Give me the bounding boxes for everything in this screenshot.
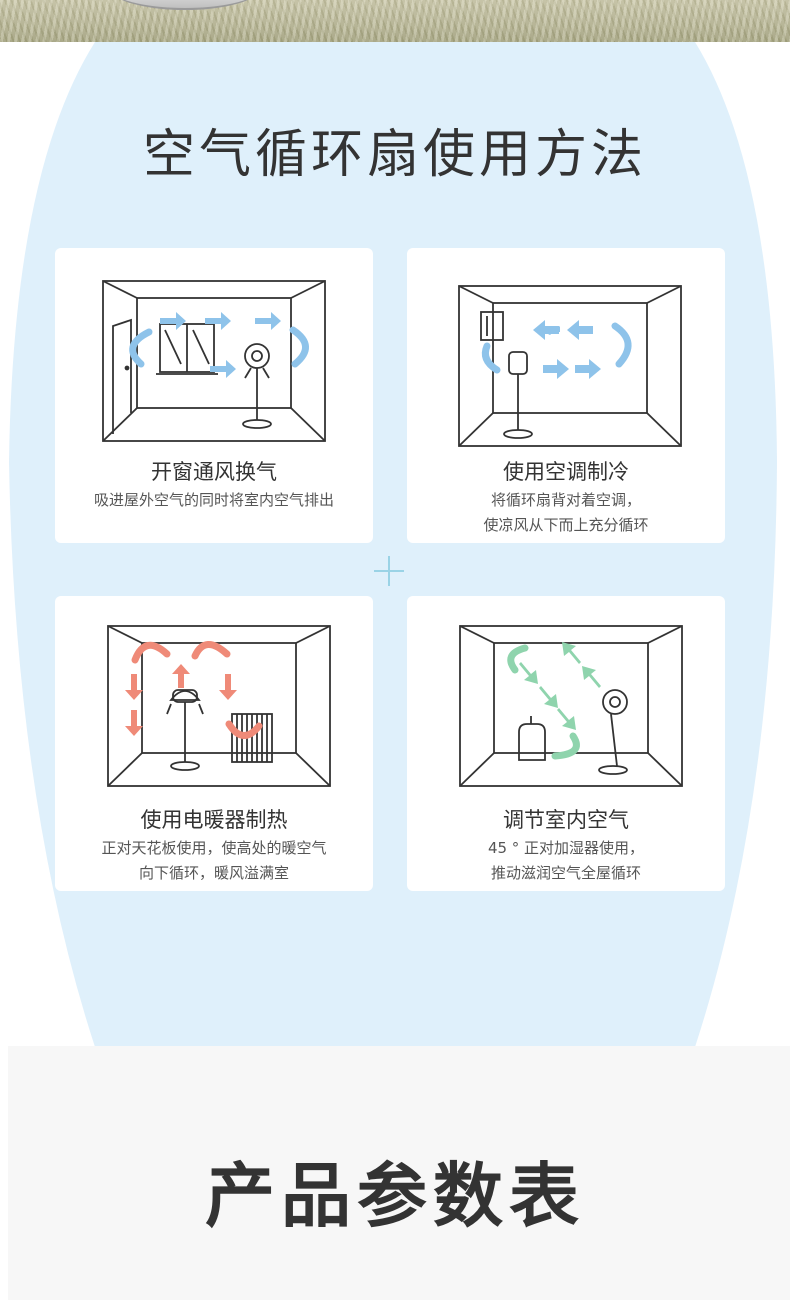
card-desc-line: 吸进屋外空气的同时将室内空气排出 <box>93 491 334 509</box>
card-desc-line: 将循环扇背对着空调， <box>490 491 641 509</box>
card-window-ventilation: 开窗通风换气 吸进屋外空气的同时将室内空气排出 <box>55 248 373 543</box>
carpet-texture <box>0 0 790 42</box>
card-humidifier: 调节室内空气 45 ° 正对加湿器使用， 推动滋润空气全屋循环 <box>407 596 725 891</box>
card-ac-cooling: 使用空调制冷 将循环扇背对着空调， 使凉风从下而上充分循环 <box>407 248 725 543</box>
top-photo-strip <box>0 0 790 42</box>
room-humidifier-illustration <box>459 625 683 787</box>
card-title: 开窗通风换气 <box>151 460 277 484</box>
card-title: 使用空调制冷 <box>503 460 629 484</box>
params-section-background <box>8 1046 790 1300</box>
card-heater: 使用电暖器制热 正对天花板使用，使高处的暖空气 向下循环，暖风溢满室 <box>55 596 373 891</box>
room-window-illustration <box>102 280 326 442</box>
card-title: 使用电暖器制热 <box>140 808 288 832</box>
card-desc-line: 使凉风从下而上充分循环 <box>483 516 649 534</box>
card-desc-line: 正对天花板使用，使高处的暖空气 <box>101 839 327 857</box>
card-title: 调节室内空气 <box>503 808 629 832</box>
params-section-title: 产品参数表 <box>205 1155 585 1237</box>
blue-background-shape <box>0 42 790 1047</box>
usage-section-title: 空气循环扇使用方法 <box>142 125 647 185</box>
room-ac-illustration <box>458 285 682 447</box>
plus-decoration <box>374 556 404 586</box>
room-heater-illustration <box>107 625 331 787</box>
card-desc-line: 向下循环，暖风溢满室 <box>138 864 289 882</box>
fan-base-image <box>110 0 260 10</box>
card-desc-line: 45 ° 正对加湿器使用， <box>487 839 645 857</box>
card-desc-line: 推动滋润空气全屋循环 <box>490 864 641 882</box>
